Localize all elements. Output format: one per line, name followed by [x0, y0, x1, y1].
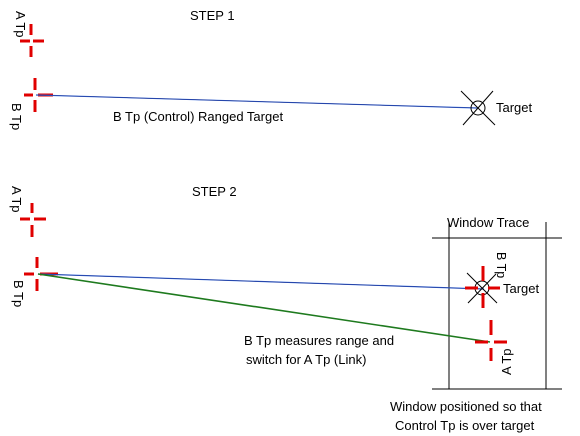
window-b-tp-crosshair: [465, 266, 500, 308]
measure-caption-line-1: B Tp measures range and: [244, 333, 394, 348]
step2-target-label: Target: [503, 281, 540, 296]
step2-a-tp-crosshair: [20, 203, 46, 237]
step2-link-line: [37, 273, 491, 343]
step1-b-tp-label: B Tp: [9, 103, 24, 130]
step1-ranging-line: [35, 94, 478, 109]
window-caption-line-2: Control Tp is over target: [395, 418, 535, 433]
window-trace-title: Window Trace: [447, 215, 529, 230]
step1-a-tp-crosshair: [20, 24, 44, 57]
window-a-tp-crosshair: [475, 320, 507, 361]
measure-caption-line-2: switch for A Tp (Link): [246, 352, 366, 367]
step2-b-tp-label: B Tp: [11, 280, 26, 307]
step1-target-label: Target: [496, 100, 533, 115]
window-trace-box: [432, 222, 562, 390]
window-caption-line-1: Window positioned so that: [390, 399, 542, 414]
step1-ray-caption: B Tp (Control) Ranged Target: [113, 109, 283, 124]
step1-title: STEP 1: [190, 8, 235, 23]
step1-a-tp-label: A Tp: [13, 11, 28, 38]
step2-ranging-line: [37, 273, 485, 290]
window-a-tp-label: A Tp: [499, 348, 514, 375]
window-b-tp-label: B Tp: [494, 252, 508, 278]
step2-title: STEP 2: [192, 184, 237, 199]
step2-a-tp-label: A Tp: [9, 186, 24, 213]
step1-target-symbol: [460, 90, 496, 126]
